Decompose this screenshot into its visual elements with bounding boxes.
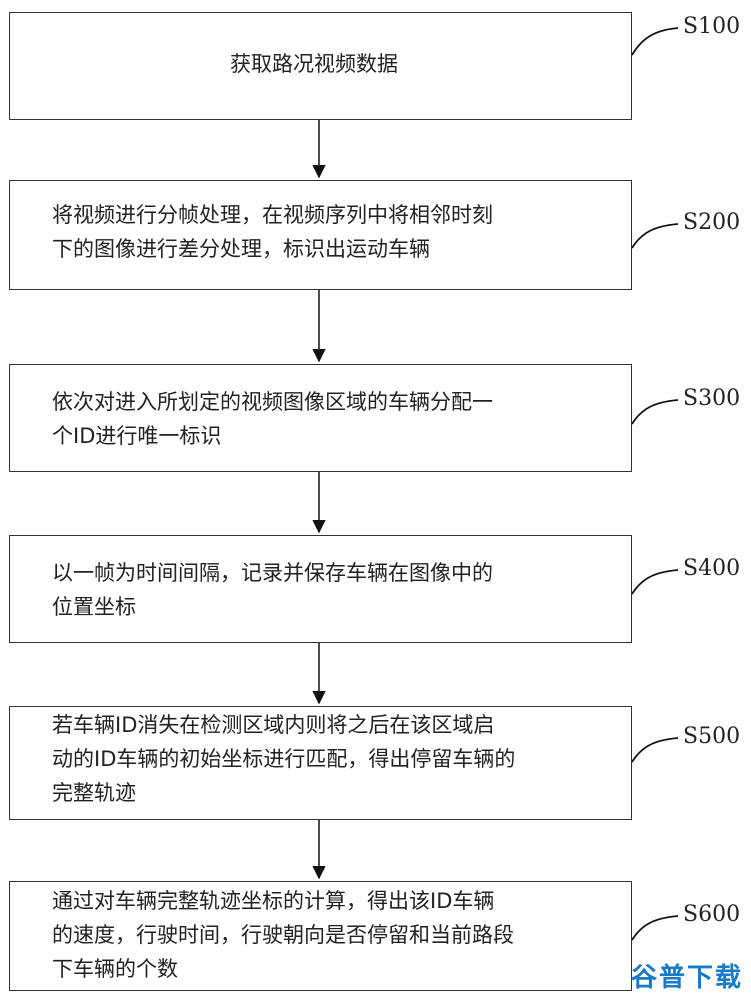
step-text-s300: 依次对进入所划定的视频图像区域的车辆分配一 个ID进行唯一标识 <box>52 390 493 448</box>
step-text-s400: 以一帧为时间间隔，记录并保存车辆在图像中的 位置坐标 <box>52 561 493 619</box>
step-box-s300 <box>9 364 632 472</box>
step-label-s100: S100 <box>683 14 741 39</box>
step-box-s200 <box>9 180 632 290</box>
step-label-s500: S500 <box>683 724 741 749</box>
step-label-s600: S600 <box>683 902 741 927</box>
leader-s200 <box>631 223 679 249</box>
step-box-s500 <box>9 706 632 820</box>
step-text-s600: 通过对车辆完整轨迹坐标的计算，得出该ID车辆 的速度，行驶时间，行驶朝向是否停留… <box>52 889 514 981</box>
watermark-logo: 谷普下载 <box>630 963 743 993</box>
leader-s300 <box>631 399 679 425</box>
leader-s400 <box>631 569 679 595</box>
step-text-s100: 获取路况视频数据 <box>230 52 398 76</box>
step-text-s200: 将视频进行分帧处理，在视频序列中将相邻时刻 下的图像进行差分处理，标识出运动车辆 <box>52 203 493 261</box>
leader-s100 <box>631 27 679 56</box>
step-label-s200: S200 <box>683 210 741 235</box>
step-label-s300: S300 <box>683 386 741 411</box>
step-box-s600 <box>9 881 632 991</box>
leader-s600 <box>631 915 679 941</box>
leader-s500 <box>631 737 679 763</box>
step-box-s100 <box>9 12 632 120</box>
step-box-s400 <box>9 535 632 643</box>
step-text-s500: 若车辆ID消失在检测区域内则将之后在该区域启 动的ID车辆的初始坐标进行匹配，得… <box>52 713 516 805</box>
step-label-s400: S400 <box>683 556 741 581</box>
